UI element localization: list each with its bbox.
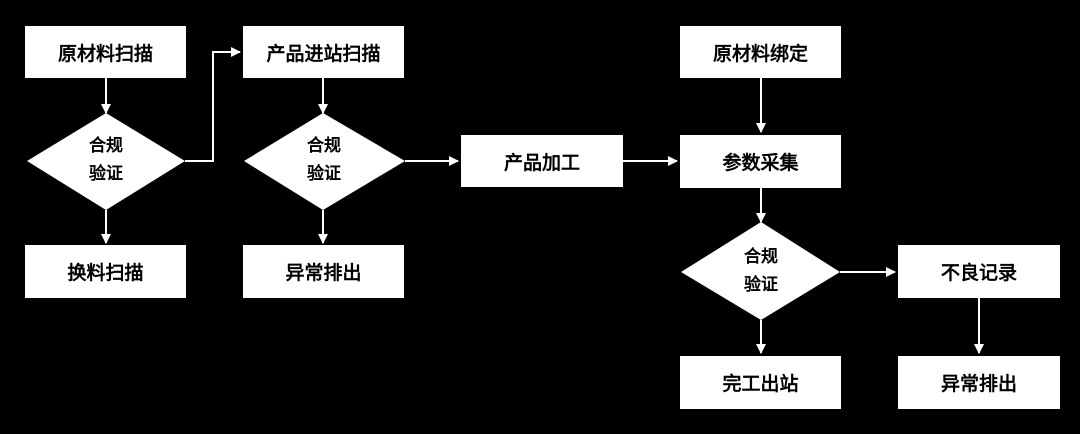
node-in-scan: 产品进站扫描	[243, 26, 404, 78]
node-exception-1: 异常排出	[243, 245, 404, 298]
node-label: 异常排出	[940, 373, 1017, 395]
node-label: 产品加工	[503, 151, 580, 174]
node-collect: 参数采集	[680, 135, 841, 188]
node-swap-scan: 换料扫描	[25, 245, 186, 298]
node-exception-2: 异常排出	[898, 356, 1060, 409]
check2-label-line1: 合规	[307, 136, 341, 156]
node-label: 不良记录	[940, 262, 1017, 284]
node-finish: 完工出站	[680, 356, 841, 409]
node-bind: 原材料绑定	[680, 26, 841, 78]
node-label: 原材料扫描	[57, 42, 153, 65]
check1-diamond	[27, 113, 185, 210]
node-label: 原材料绑定	[712, 42, 808, 65]
check3-diamond	[681, 222, 840, 320]
node-label: 产品进站扫描	[266, 42, 381, 65]
check3-label-line1: 合规	[744, 247, 778, 267]
check1-label-line2: 验证	[89, 164, 123, 184]
check3-label-line2: 验证	[744, 275, 778, 295]
node-label: 完工出站	[722, 373, 799, 395]
node-label: 参数采集	[722, 152, 799, 174]
check1-label-line1: 合规	[89, 136, 123, 156]
node-raw-scan: 原材料扫描	[25, 26, 186, 78]
node-label: 异常排出	[285, 262, 362, 284]
check1-label: 合规 验证	[66, 132, 146, 188]
check2-label-line2: 验证	[307, 164, 341, 184]
check2-label: 合规 验证	[284, 132, 364, 188]
node-defect-record: 不良记录	[898, 245, 1060, 298]
node-label: 换料扫描	[67, 262, 144, 284]
node-process: 产品加工	[461, 135, 623, 187]
check3-label: 合规 验证	[721, 243, 801, 299]
arrow-check1-to-inscan	[185, 47, 241, 162]
check2-diamond	[244, 113, 405, 210]
